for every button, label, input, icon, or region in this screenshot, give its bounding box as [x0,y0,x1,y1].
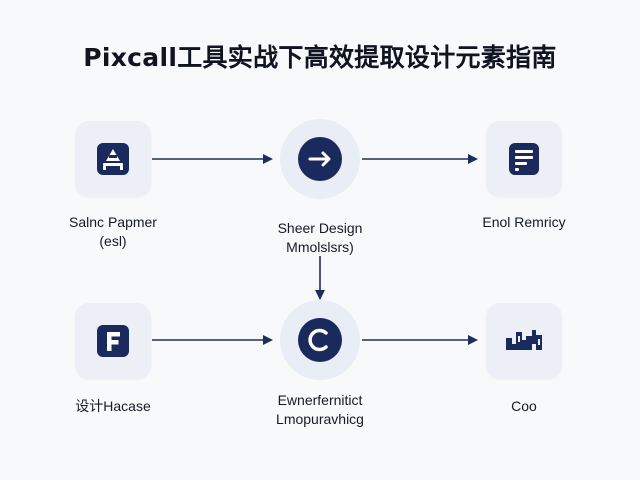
document-list-icon [509,143,539,175]
node-label-6: Coo [439,397,609,416]
node-2-label-line2: Mmolslsrs) [286,239,354,255]
node-label-3: Enol Remricy [439,213,609,232]
diagram-title: Pixcall工具实战下高效提取设计元素指南 [83,43,557,72]
arrow-right-circle-icon [298,137,342,181]
node-label-1: Salnc Papmer (esl) [28,213,198,251]
node-label-4: 设计Hacase [28,397,198,416]
node-2-label-line1: Sheer Design [277,220,363,236]
node-tile-4[interactable] [75,303,151,379]
letter-c-circle-icon [298,318,342,362]
node-4-label-line1: 设计Hacase [75,398,151,414]
node-3-label-line1: Enol Remricy [482,214,566,230]
node-6-label-line1: Coo [511,398,537,414]
node-5-label-line2: Lmopuravhicg [276,411,364,427]
node-tile-6[interactable] [486,303,562,379]
letter-f-icon [97,325,129,357]
layers-tray-icon [97,143,129,175]
node-circle-5[interactable] [280,300,360,380]
node-label-2: Sheer Design Mmolslsrs) [235,219,405,257]
node-5-label-line1: Ewnerfernitict [277,392,363,408]
node-tile-3[interactable] [486,121,562,197]
bar-blocks-icon [506,330,542,350]
node-label-5: Ewnerfernitict Lmopuravhicg [235,391,405,429]
node-tile-1[interactable] [75,121,151,197]
node-1-label-line1: Salnc Papmer [69,214,157,230]
node-circle-2[interactable] [280,119,360,199]
node-1-label-line2: (esl) [99,233,127,249]
